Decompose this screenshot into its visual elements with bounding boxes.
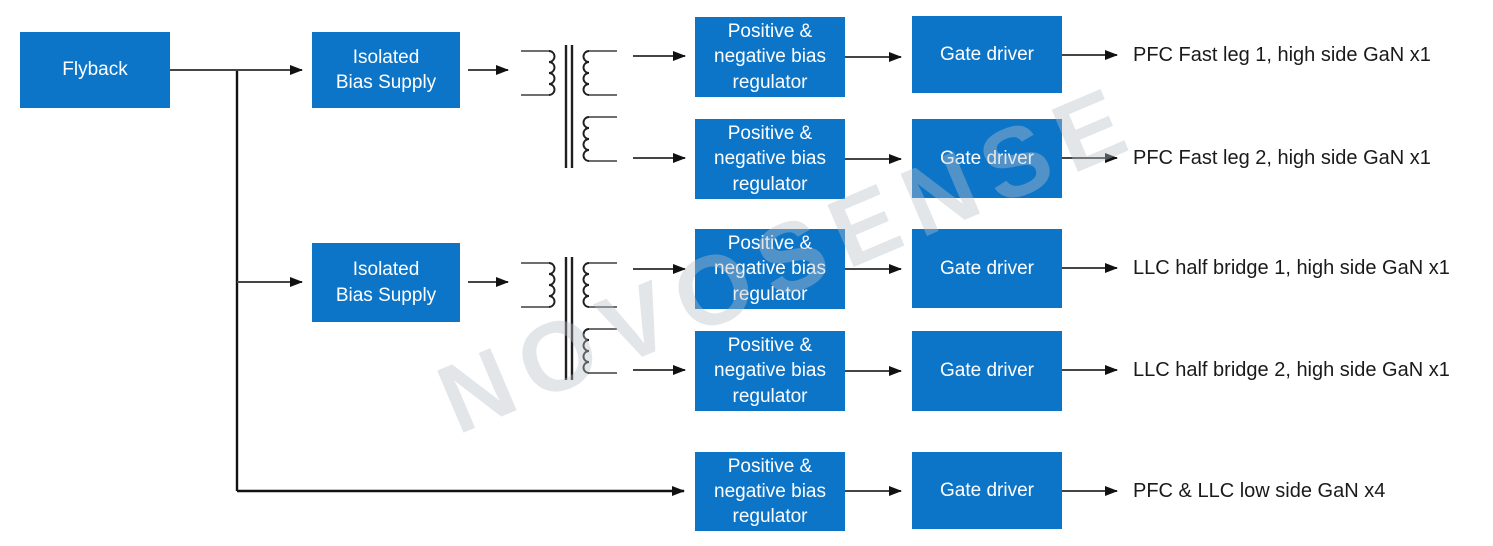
bias-regulator-block-3: Positive & negative bias regulator — [695, 229, 845, 309]
output-label-llc-half-bridge-2: LLC half bridge 2, high side GaN x1 — [1133, 358, 1450, 381]
gate-driver-block-2: Gate driver — [912, 119, 1062, 198]
transformer-symbol-1 — [521, 45, 617, 168]
gate-driver-block-4: Gate driver — [912, 331, 1062, 411]
bias-regulator-block-2: Positive & negative bias regulator — [695, 119, 845, 199]
bias-regulator-block-4: Positive & negative bias regulator — [695, 331, 845, 411]
transformer-symbol-2 — [521, 257, 617, 380]
isolated-bias-supply-block-1: Isolated Bias Supply — [312, 32, 460, 108]
flyback-branch-lines — [235, 70, 685, 496]
bias-regulator-block-1: Positive & negative bias regulator — [695, 17, 845, 97]
gate-driver-block-3: Gate driver — [912, 229, 1062, 308]
output-label-pfc-fast-leg-1: PFC Fast leg 1, high side GaN x1 — [1133, 43, 1431, 66]
gate-driver-block-5: Gate driver — [912, 452, 1062, 529]
connector-arrows — [170, 50, 1118, 496]
flyback-block: Flyback — [20, 32, 170, 108]
bias-regulator-block-5: Positive & negative bias regulator — [695, 452, 845, 531]
gate-driver-block-1: Gate driver — [912, 16, 1062, 93]
output-label-pfc-fast-leg-2: PFC Fast leg 2, high side GaN x1 — [1133, 146, 1431, 169]
output-label-low-side: PFC & LLC low side GaN x4 — [1133, 479, 1386, 502]
isolated-bias-supply-block-2: Isolated Bias Supply — [312, 243, 460, 322]
output-label-llc-half-bridge-1: LLC half bridge 1, high side GaN x1 — [1133, 256, 1450, 279]
